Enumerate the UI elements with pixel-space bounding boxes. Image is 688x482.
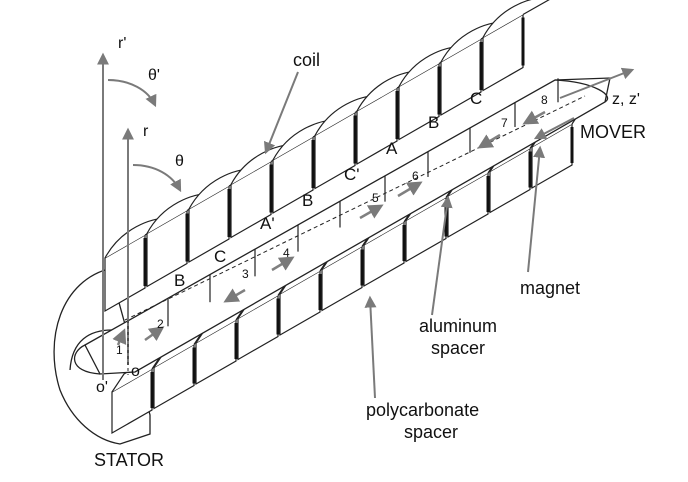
mover-tube bbox=[73, 77, 611, 375]
upper-coil-block bbox=[482, 0, 550, 92]
magnet-label: magnet bbox=[520, 278, 580, 298]
magnet-arrows bbox=[112, 110, 546, 346]
coil-phase-labels: B C A' B C' A B C bbox=[174, 89, 482, 290]
polycarbonate-spacer-label-line1: polycarbonate bbox=[366, 400, 479, 420]
callout-arrows bbox=[263, 71, 575, 399]
magnet-arrow bbox=[477, 133, 501, 149]
coil-phase-label-2: C bbox=[214, 247, 226, 266]
theta-prime-label: θ' bbox=[148, 67, 160, 84]
coil-callout-arrow bbox=[263, 71, 299, 155]
mover-callout-arrow bbox=[533, 117, 575, 140]
magnet-arrow bbox=[359, 204, 384, 220]
magnet-number-1: 1 bbox=[116, 343, 123, 357]
r-prime-label: r' bbox=[118, 35, 126, 52]
magnet-arrow bbox=[112, 328, 127, 346]
magnet-number-3: 3 bbox=[242, 267, 249, 281]
magnet-number-4: 4 bbox=[283, 246, 290, 260]
coil-phase-label-3: A' bbox=[260, 214, 275, 233]
magnet-number-2: 2 bbox=[157, 317, 164, 331]
magnet-number-6: 6 bbox=[412, 169, 419, 183]
coil-phase-label-6: A bbox=[386, 139, 398, 158]
r-label: r bbox=[143, 123, 149, 140]
o-label: o bbox=[131, 363, 140, 380]
coil-phase-label-7: B bbox=[428, 113, 439, 132]
z-axis bbox=[559, 67, 635, 99]
coil-phase-label-1: B bbox=[174, 271, 185, 290]
polycarbonate-spacer-label-line2: spacer bbox=[404, 422, 458, 442]
stator-frame-axes bbox=[97, 52, 157, 380]
magnet-arrow bbox=[223, 288, 246, 303]
mover-frame-axes bbox=[122, 67, 635, 365]
theta-label: θ bbox=[175, 153, 184, 170]
magnet-arrow bbox=[522, 110, 546, 125]
magnet-arrow bbox=[271, 256, 295, 272]
stator-label: STATOR bbox=[94, 450, 164, 470]
upper-coil-blocks bbox=[104, 0, 550, 313]
coil-phase-label-8: C bbox=[470, 89, 482, 108]
magnet-arrow bbox=[144, 326, 165, 342]
mover-label: MOVER bbox=[580, 122, 646, 142]
magnet-callout-arrow bbox=[527, 145, 546, 273]
magnet-arrow bbox=[397, 181, 423, 198]
z-label: z, z' bbox=[612, 91, 640, 108]
aluminum-spacer-callout-arrow bbox=[431, 195, 453, 316]
magnet-number-labels: 1 2 3 4 5 6 7 8 bbox=[116, 93, 548, 357]
o-prime-label: o' bbox=[96, 379, 108, 396]
aluminum-spacer-label-line1: aluminum bbox=[419, 316, 497, 336]
coil-label: coil bbox=[293, 50, 320, 70]
polycarbonate-spacer-callout-arrow bbox=[364, 295, 377, 399]
magnet-number-7: 7 bbox=[501, 116, 508, 130]
coil-phase-label-5: C' bbox=[344, 165, 360, 184]
magnet-number-5: 5 bbox=[372, 191, 379, 205]
magnet-number-8: 8 bbox=[541, 93, 548, 107]
aluminum-spacer-label-line2: spacer bbox=[431, 338, 485, 358]
coil-phase-label-4: B bbox=[302, 191, 313, 210]
theta-arrow bbox=[132, 164, 182, 193]
theta-prime-arrow bbox=[107, 79, 157, 108]
